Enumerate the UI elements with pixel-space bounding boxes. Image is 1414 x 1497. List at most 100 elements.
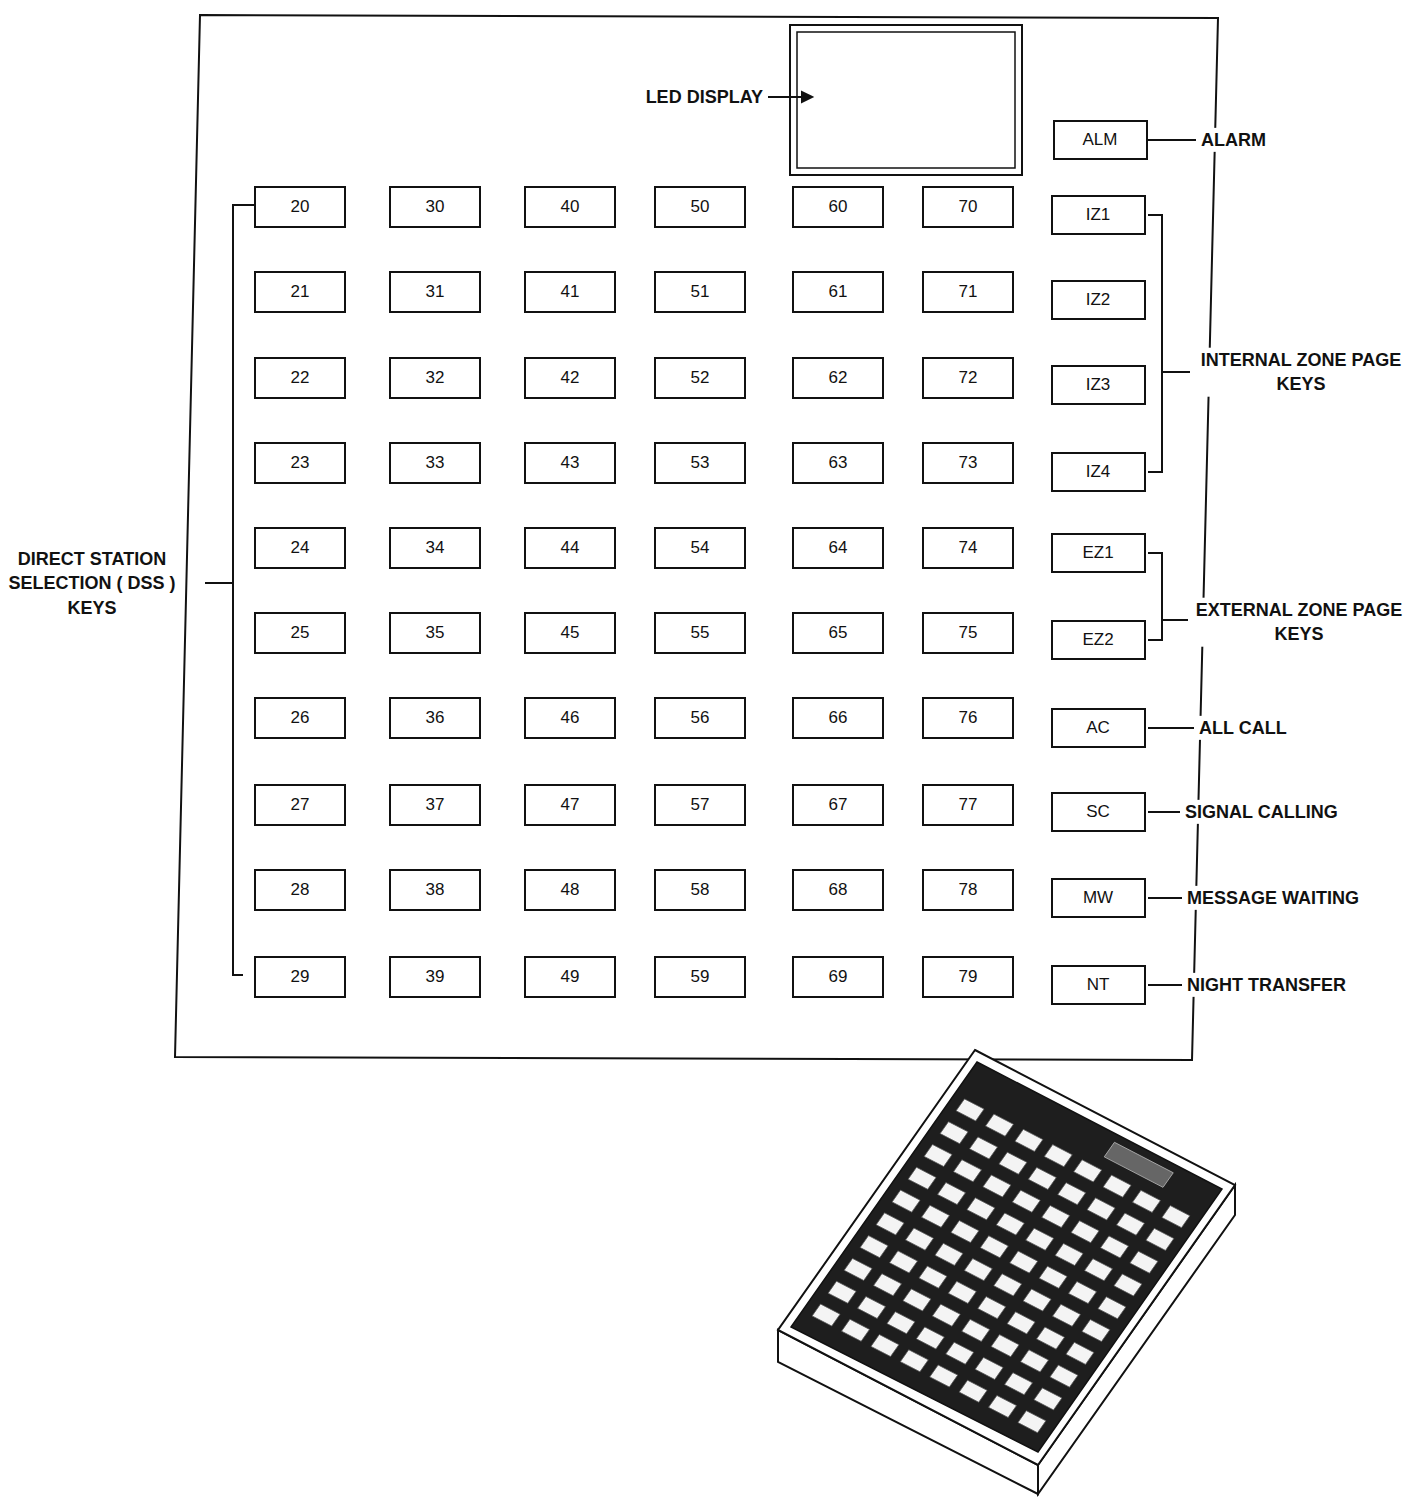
key-label: 36 xyxy=(426,708,445,728)
dss-key: 33 xyxy=(389,442,481,484)
dss-key: 24 xyxy=(254,527,346,569)
key-label: 57 xyxy=(691,795,710,815)
key-label: IZ2 xyxy=(1086,290,1111,310)
dss-key: 72 xyxy=(922,357,1014,399)
dss-key: 57 xyxy=(654,784,746,826)
key-label: 49 xyxy=(561,967,580,987)
mini-key xyxy=(1066,1342,1094,1364)
mini-key xyxy=(871,1334,899,1356)
dss-key: 65 xyxy=(792,612,884,654)
mini-key xyxy=(946,1342,974,1364)
dss-key: EZ1 xyxy=(1051,533,1146,573)
mini-key xyxy=(887,1312,915,1334)
callout-label: EXTERNAL ZONE PAGE KEYS xyxy=(1190,598,1408,647)
key-label: IZ1 xyxy=(1086,205,1111,225)
mini-key xyxy=(991,1335,1019,1357)
dss-key: IZ4 xyxy=(1051,452,1146,492)
key-label: 25 xyxy=(291,623,310,643)
mini-key xyxy=(1130,1251,1158,1273)
mini-key xyxy=(828,1281,856,1303)
dss-key: 43 xyxy=(524,442,616,484)
mini-key xyxy=(1133,1190,1161,1212)
mini-key xyxy=(1012,1190,1040,1212)
key-label: 35 xyxy=(426,623,445,643)
key-label: 29 xyxy=(291,967,310,987)
mini-key xyxy=(954,1160,982,1182)
mini-key xyxy=(1037,1327,1065,1349)
mini-key xyxy=(903,1289,931,1311)
dss-key: 78 xyxy=(922,869,1014,911)
mini-key xyxy=(980,1236,1008,1258)
key-label: 52 xyxy=(691,368,710,388)
dss-key: 53 xyxy=(654,442,746,484)
key-label: EZ1 xyxy=(1082,543,1113,563)
key-label: 59 xyxy=(691,967,710,987)
arrow-head xyxy=(802,92,812,102)
mini-key xyxy=(1055,1243,1083,1265)
dss-key: 60 xyxy=(792,186,884,228)
dss-key: 35 xyxy=(389,612,481,654)
key-label: NT xyxy=(1087,975,1110,995)
mini-key xyxy=(1039,1266,1067,1288)
dss-key: 26 xyxy=(254,697,346,739)
dss-key: 29 xyxy=(254,956,346,998)
key-label: 23 xyxy=(291,453,310,473)
key-label: 41 xyxy=(561,282,580,302)
mini-key xyxy=(1018,1411,1046,1433)
callout-label: DIRECT STATION SELECTION ( DSS ) KEYS xyxy=(4,547,180,620)
key-label: 20 xyxy=(291,197,310,217)
mini-key xyxy=(1005,1373,1033,1395)
key-label: EZ2 xyxy=(1082,630,1113,650)
key-label: 66 xyxy=(829,708,848,728)
key-label: 46 xyxy=(561,708,580,728)
dss-key: MW xyxy=(1051,878,1146,918)
mini-key xyxy=(1050,1365,1078,1387)
mini-key xyxy=(964,1259,992,1281)
dss-key: 71 xyxy=(922,271,1014,313)
key-label: 55 xyxy=(691,623,710,643)
key-label: 76 xyxy=(959,708,978,728)
mini-display xyxy=(1104,1142,1173,1187)
key-label: AC xyxy=(1086,718,1110,738)
mini-key xyxy=(994,1274,1022,1296)
key-label: 38 xyxy=(426,880,445,900)
dss-key: 75 xyxy=(922,612,1014,654)
dss-key: AC xyxy=(1051,708,1146,748)
dss-key: 59 xyxy=(654,956,746,998)
mini-key xyxy=(1058,1183,1086,1205)
key-label: 45 xyxy=(561,623,580,643)
mini-key xyxy=(956,1099,984,1121)
key-label: 34 xyxy=(426,538,445,558)
bracket xyxy=(1148,215,1162,472)
dss-key: 41 xyxy=(524,271,616,313)
key-label: 31 xyxy=(426,282,445,302)
leader-line xyxy=(1148,139,1196,141)
mini-key xyxy=(900,1350,928,1372)
dss-key: 37 xyxy=(389,784,481,826)
mini-key xyxy=(978,1297,1006,1319)
mini-key xyxy=(1021,1350,1049,1372)
dss-key: 28 xyxy=(254,869,346,911)
mini-key xyxy=(935,1243,963,1265)
mini-key xyxy=(1146,1228,1174,1250)
dss-key: 66 xyxy=(792,697,884,739)
key-label: 67 xyxy=(829,795,848,815)
dss-key: 68 xyxy=(792,869,884,911)
mini-key xyxy=(962,1319,990,1341)
dss-key: 61 xyxy=(792,271,884,313)
mini-key xyxy=(916,1327,944,1349)
dss-key: 36 xyxy=(389,697,481,739)
leader-line xyxy=(1148,811,1180,813)
callout-label: NIGHT TRANSFER xyxy=(1184,973,1349,997)
key-label: 37 xyxy=(426,795,445,815)
dss-key: 70 xyxy=(922,186,1014,228)
dss-key: 64 xyxy=(792,527,884,569)
mini-key xyxy=(874,1274,902,1296)
dss-key: 76 xyxy=(922,697,1014,739)
key-label: 62 xyxy=(829,368,848,388)
mini-key xyxy=(986,1114,1014,1136)
mini-key xyxy=(858,1296,886,1318)
dss-key: 51 xyxy=(654,271,746,313)
key-label: 64 xyxy=(829,538,848,558)
key-label: ALM xyxy=(1083,130,1118,150)
